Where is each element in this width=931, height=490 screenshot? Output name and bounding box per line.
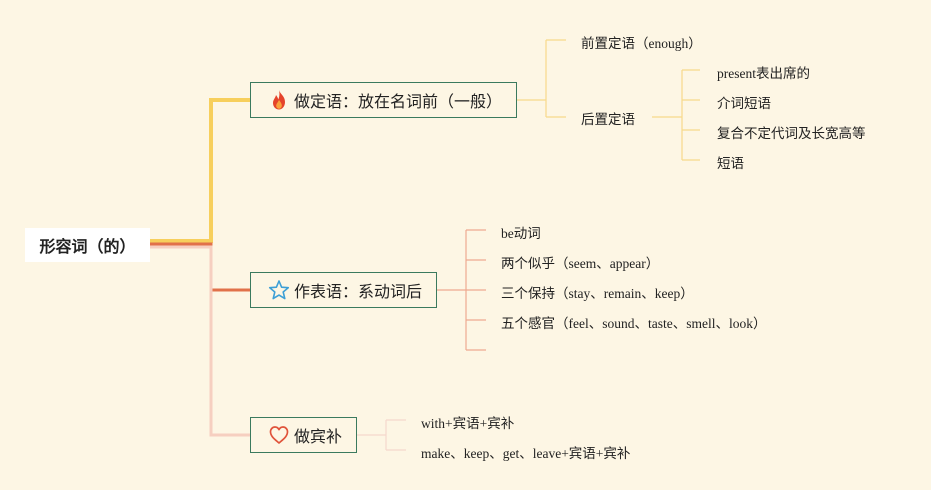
leaf-node[interactable]: with+宾语+宾补 bbox=[421, 416, 515, 431]
connector-branch-2-children bbox=[437, 229, 486, 351]
branch-label: 做宾补 bbox=[294, 429, 343, 446]
leaf-node[interactable]: 复合不定代词及长宽高等 bbox=[717, 126, 866, 141]
leaf-node[interactable]: 前置定语（enough） bbox=[581, 36, 702, 51]
fire-icon bbox=[268, 89, 290, 111]
connector-root-to-branch-3 bbox=[150, 245, 250, 437]
star-icon bbox=[268, 279, 290, 301]
branch-label: 做定语：放在名词前（一般） bbox=[294, 94, 503, 111]
connector-branch-3-children bbox=[357, 419, 406, 451]
leaf-node[interactable]: 五个感官（feel、sound、taste、smell、look） bbox=[501, 316, 767, 331]
connector-branch-1-children bbox=[517, 39, 700, 161]
connector-root-to-branch-2 bbox=[150, 242, 250, 292]
leaf-node[interactable]: 三个保持（stay、remain、keep） bbox=[501, 286, 694, 301]
leaf-node[interactable]: 两个似乎（seem、appear） bbox=[501, 256, 660, 271]
root-node[interactable]: 形容词（的） bbox=[25, 228, 150, 262]
branch-node-attributive[interactable]: 做定语：放在名词前（一般） bbox=[250, 82, 517, 118]
heart-icon bbox=[268, 424, 290, 446]
leaf-node[interactable]: 介词短语 bbox=[717, 96, 771, 111]
connector-root-to-branch-1 bbox=[150, 98, 250, 243]
leaf-node[interactable]: 短语 bbox=[717, 156, 744, 171]
branch-node-predicative[interactable]: 作表语：系动词后 bbox=[250, 272, 437, 308]
leaf-node[interactable]: make、keep、get、leave+宾语+宾补 bbox=[421, 446, 631, 461]
leaf-node[interactable]: present表出席的 bbox=[717, 66, 810, 81]
branch-label: 作表语：系动词后 bbox=[294, 284, 423, 301]
leaf-node[interactable]: be动词 bbox=[501, 226, 541, 241]
leaf-node[interactable]: 后置定语 bbox=[581, 112, 635, 127]
branch-node-object-complement[interactable]: 做宾补 bbox=[250, 417, 357, 453]
